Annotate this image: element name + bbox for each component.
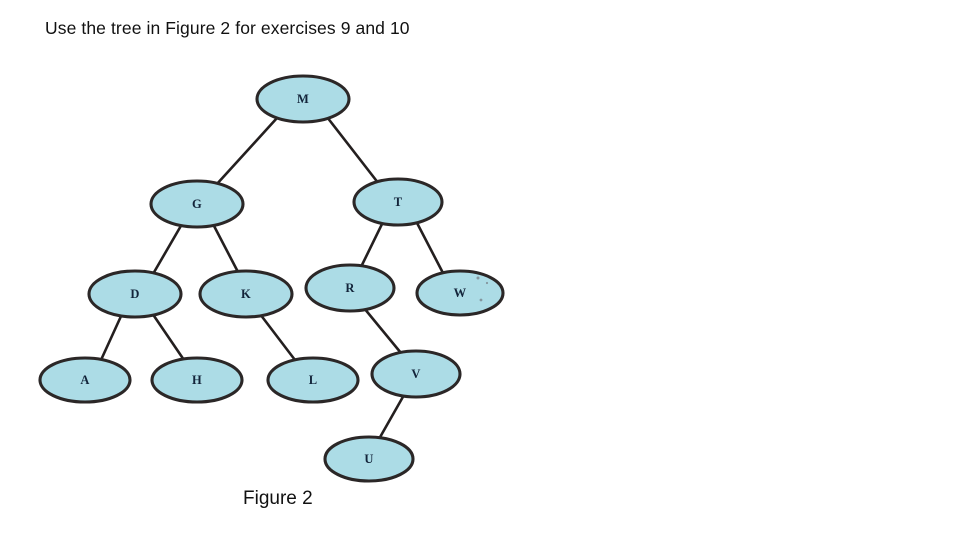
node-ellipse-m bbox=[255, 74, 351, 124]
node-ellipse-r bbox=[304, 263, 396, 313]
node-ellipse-h bbox=[150, 356, 244, 404]
scan-speck bbox=[485, 281, 489, 285]
tree-edge-d-a bbox=[99, 312, 124, 362]
node-label-a: A bbox=[80, 373, 89, 387]
tree-node-w[interactable]: W bbox=[415, 269, 505, 317]
scan-artifacts bbox=[476, 276, 489, 302]
tree-edge-k-l bbox=[258, 312, 297, 362]
node-label-m: M bbox=[297, 92, 309, 106]
scan-speck bbox=[479, 298, 483, 302]
figure-caption: Figure 2 bbox=[243, 488, 313, 509]
tree-edge-d-h bbox=[150, 311, 186, 362]
node-ellipse-d bbox=[87, 269, 183, 319]
tree-edge-t-w bbox=[414, 219, 445, 275]
node-ellipse-w bbox=[415, 269, 505, 317]
node-label-d: D bbox=[130, 287, 139, 301]
tree-node-l[interactable]: L bbox=[266, 356, 360, 404]
node-label-k: K bbox=[241, 287, 251, 301]
tree-node-g[interactable]: G bbox=[149, 179, 245, 229]
node-ellipse-v bbox=[370, 349, 462, 399]
node-ellipse-l bbox=[266, 356, 360, 404]
node-label-r: R bbox=[345, 281, 355, 295]
tree-node-a[interactable]: A bbox=[38, 356, 132, 404]
node-ellipse-t bbox=[352, 177, 444, 227]
node-label-v: V bbox=[411, 367, 420, 381]
tree-edge-g-k bbox=[211, 222, 240, 274]
tree-edge-m-g bbox=[214, 116, 279, 187]
node-label-h: H bbox=[192, 373, 202, 387]
tree-edges bbox=[99, 115, 445, 441]
tree-edge-g-d bbox=[151, 222, 184, 276]
node-label-g: G bbox=[192, 197, 202, 211]
tree-edge-r-v bbox=[362, 306, 403, 355]
node-ellipse-k bbox=[198, 269, 294, 319]
tree-edge-m-t bbox=[325, 115, 381, 186]
node-ellipse-g bbox=[149, 179, 245, 229]
node-label-w: W bbox=[454, 286, 467, 300]
node-label-u: U bbox=[364, 452, 373, 466]
tree-node-k[interactable]: K bbox=[198, 269, 294, 319]
prompt-text: Use the tree in Figure 2 for exercises 9… bbox=[45, 18, 410, 38]
scan-speck bbox=[476, 276, 480, 280]
tree-edge-v-u bbox=[377, 393, 406, 441]
tree-node-d[interactable]: D bbox=[87, 269, 183, 319]
tree-node-v[interactable]: V bbox=[370, 349, 462, 399]
node-ellipse-u bbox=[323, 435, 415, 483]
node-label-l: L bbox=[309, 373, 318, 387]
tree-node-r[interactable]: R bbox=[304, 263, 396, 313]
tree-edge-t-r bbox=[359, 220, 385, 269]
node-label-t: T bbox=[394, 195, 403, 209]
tree-nodes: M G T D K R W A H L V U bbox=[38, 74, 505, 483]
tree-node-u[interactable]: U bbox=[323, 435, 415, 483]
tree-node-m[interactable]: M bbox=[255, 74, 351, 124]
node-ellipse-a bbox=[38, 356, 132, 404]
tree-node-t[interactable]: T bbox=[352, 177, 444, 227]
tree-node-h[interactable]: H bbox=[150, 356, 244, 404]
